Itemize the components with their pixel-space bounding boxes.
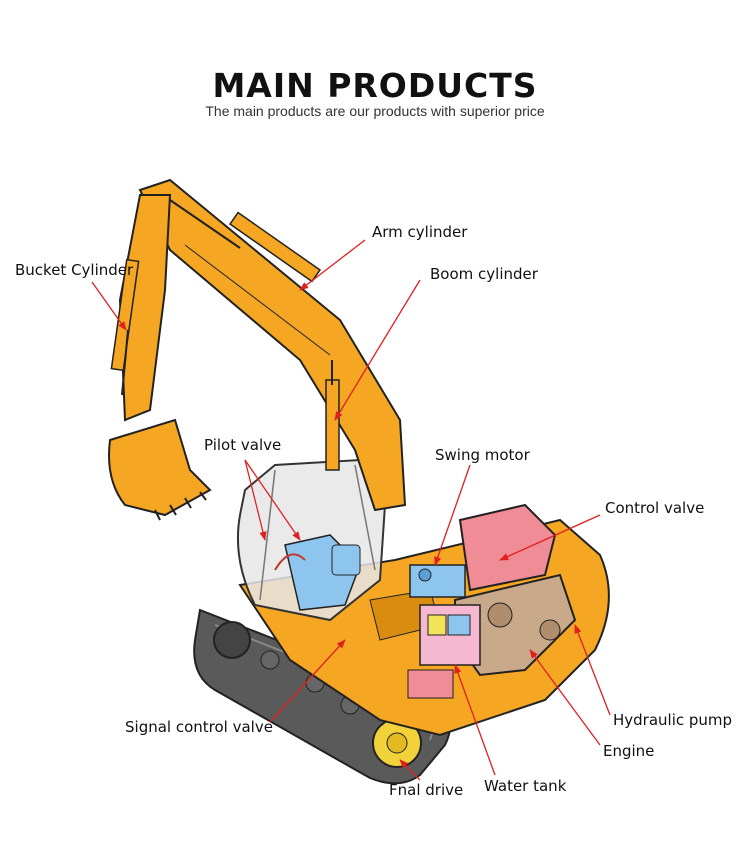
page-subtitle: The main products are our products with … [205,103,545,119]
label-swing-motor: Swing motor [435,446,530,464]
label-water-tank: Water tank [484,777,567,795]
label-arm-cylinder: Arm cylinder [372,223,468,241]
label-pilot-valve: Pilot valve [204,436,282,454]
arm [118,194,172,422]
label-bucket-cylinder: Bucket Cylinder [15,261,134,279]
label-engine: Engine [603,742,655,760]
water-tank-part [407,604,481,699]
engine-part [454,573,577,677]
label-boom-cylinder: Boom cylinder [430,265,538,283]
label-control-valve: Control valve [605,499,705,517]
bucket [108,418,212,521]
page-title: MAIN PRODUCTS [212,66,538,105]
label-signal-control-valve: Signal control valve [125,718,273,736]
boom [138,178,407,512]
bucket-cylinder-part [110,258,140,396]
leader-lines [91,239,611,781]
cab [236,458,387,622]
swing-motor-part [409,564,466,598]
label-final-drive: Fnal drive [389,781,464,799]
label-hydraulic-pump: Hydraulic pump [613,711,733,729]
arm-cylinder-part [169,199,322,283]
boom-cylinder-part [325,360,340,471]
final-drive-part [372,718,422,768]
hood-block [458,503,557,592]
